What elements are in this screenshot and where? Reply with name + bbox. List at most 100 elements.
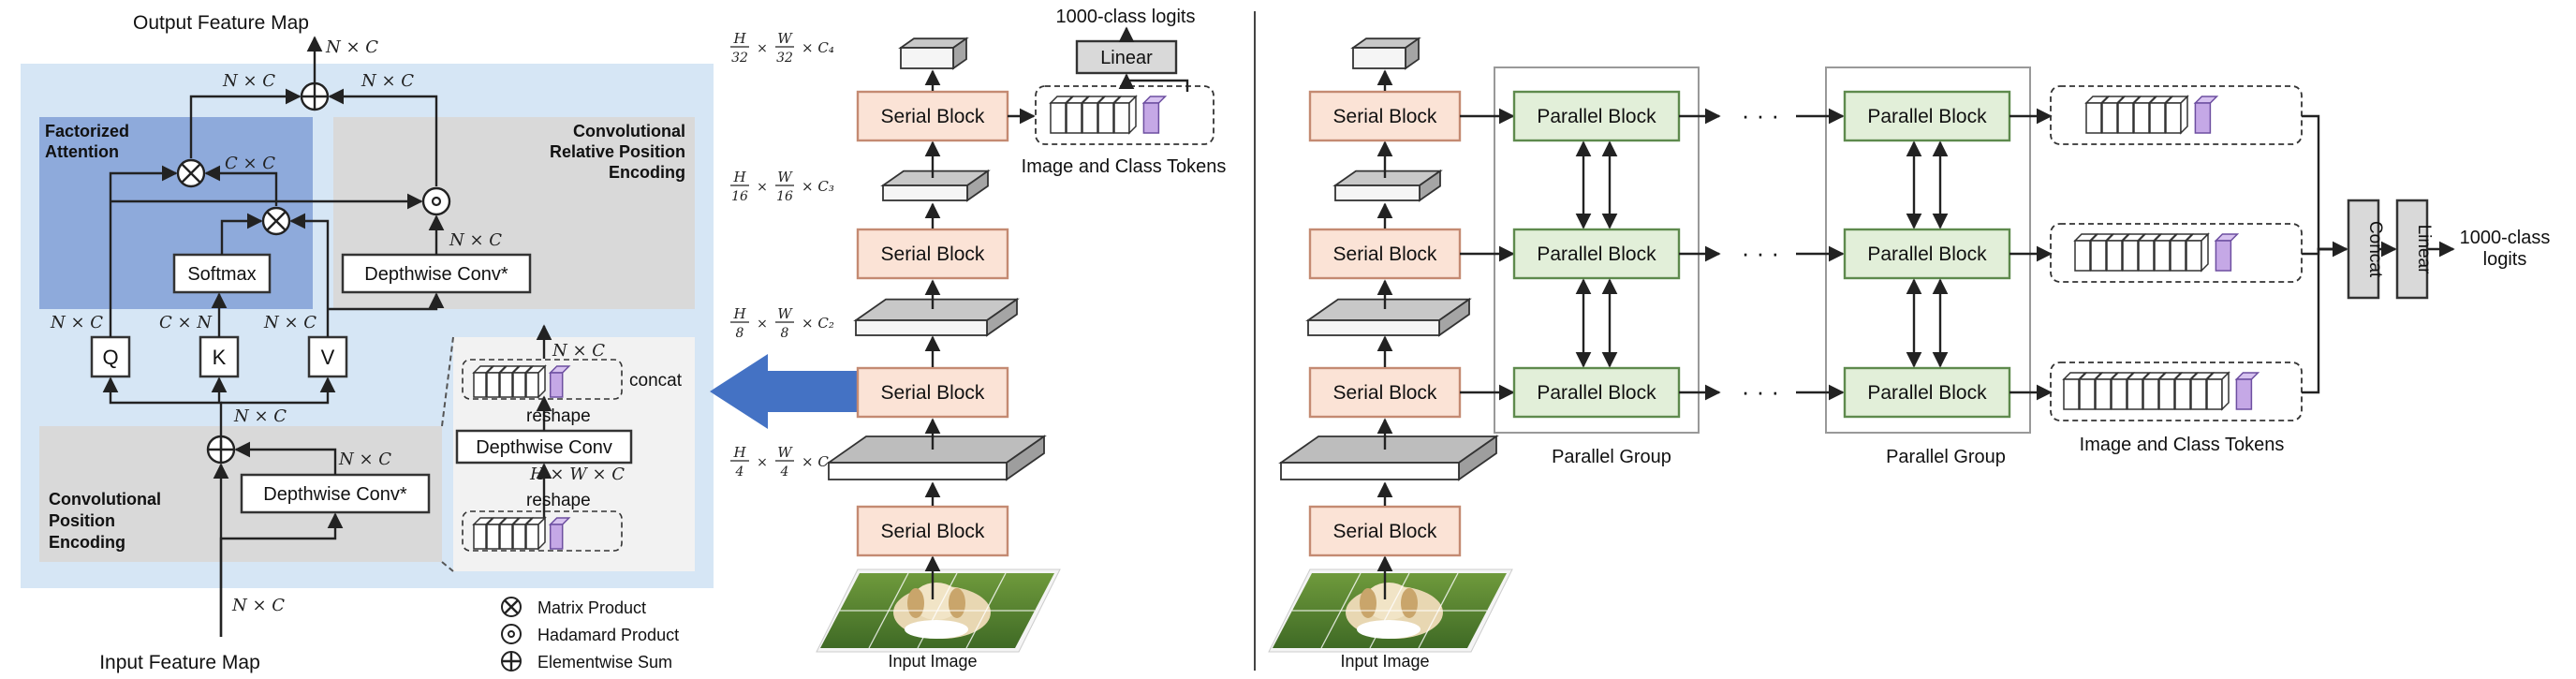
factorized-attention-label-1: Factorized <box>45 122 129 140</box>
token-side <box>1128 95 1137 135</box>
right-serial-block-1 <box>1308 505 1462 557</box>
class-token-top <box>1141 96 1168 104</box>
mid-serial-block-4-label: Serial Block <box>881 106 985 127</box>
class-token <box>549 524 564 550</box>
token <box>2190 378 2207 410</box>
parallel-block-g1-1 <box>1512 90 1681 142</box>
scale-h-den: 32 <box>731 51 748 66</box>
right-feature-4 <box>1350 37 1421 70</box>
dog-ear <box>1360 588 1376 618</box>
token <box>1082 102 1098 134</box>
right-merge-line-3 <box>2302 247 2347 394</box>
tokens-label-mid: Image and Class Tokens <box>1022 156 1227 177</box>
right-feature-1-front <box>1280 462 1460 480</box>
scale-label-2: H16×W16× C₃ <box>730 169 834 204</box>
scale-h: H <box>732 30 746 47</box>
mid-feature-2-front <box>855 319 988 336</box>
conv-rel-pos-label-3: Encoding <box>609 163 685 182</box>
detail-frame-top <box>462 359 623 400</box>
token-group-detail-top <box>462 359 623 400</box>
matrix-product-lower <box>261 206 291 236</box>
token <box>2138 240 2155 272</box>
dim-nxc-q: N × C <box>50 313 103 332</box>
right-serial-block-1-label: Serial Block <box>1333 521 1437 542</box>
dim-nxc-detail-top: N × C <box>552 341 605 361</box>
ellipsis-1: · · · <box>1742 101 1779 129</box>
mid-serial-block-1 <box>856 505 1009 557</box>
scale-w: W <box>777 444 793 461</box>
class-token <box>1142 102 1160 134</box>
token-group-detail-bottom <box>462 510 623 552</box>
class-token-top <box>2193 96 2219 104</box>
dim-hwc: H × W × C <box>529 465 625 484</box>
dim-nxc-out: N × C <box>325 37 378 57</box>
dog-paws <box>905 620 968 639</box>
token <box>2095 378 2112 410</box>
parallel-groups: Parallel Block· · ·Parallel BlockParalle… <box>1460 66 2348 434</box>
token <box>2117 102 2134 134</box>
token <box>473 372 487 398</box>
scale-times: × <box>757 180 768 195</box>
k-label: K <box>213 346 227 369</box>
token <box>486 372 500 398</box>
parallel-block-g1-3-label: Parallel Block <box>1537 382 1656 404</box>
parallel-group-label-2: Parallel Group <box>1886 447 2006 467</box>
mid-serial-block-2 <box>856 366 1009 419</box>
mid-feature-4-front <box>900 47 954 69</box>
depthwise-conv-star-box-bottom <box>240 473 431 514</box>
linear-box-right <box>2395 199 2429 300</box>
output-feature-map-label: Output Feature Map <box>133 12 309 34</box>
mid-token-group <box>1049 95 1168 135</box>
dim-nxc-top-left: N × C <box>222 71 275 91</box>
legend-hadamard-product: Hadamard Product <box>537 626 679 644</box>
parallel-block-g2-1-label: Parallel Block <box>1867 106 1987 127</box>
legend: Matrix Product Hadamard Product Elementw… <box>501 597 679 672</box>
scale-times: × <box>757 317 768 332</box>
scale-w-den: 16 <box>776 189 793 204</box>
conv-pos-label-1: Convolutional <box>49 490 161 509</box>
mid-serial-block-3 <box>856 228 1009 280</box>
mid-feature-3 <box>880 169 991 202</box>
right-serial-block-2-label: Serial Block <box>1333 382 1437 404</box>
dim-nxc-input: N × C <box>231 596 285 615</box>
dim-nxc-mid: N × C <box>233 406 287 426</box>
top-elementwise-sum <box>300 81 330 111</box>
right-feature-3-front <box>1334 185 1420 201</box>
dog-paws <box>1357 620 1420 639</box>
token <box>525 524 539 550</box>
matrix-product-legend-icon <box>501 597 522 617</box>
dim-nxc-top-right: N × C <box>361 71 414 91</box>
scale-w-den: 8 <box>781 326 789 341</box>
token <box>2127 378 2143 410</box>
depthwise-conv-star-label-bottom: Depthwise Conv* <box>263 484 407 505</box>
right-feature-3 <box>1332 169 1443 202</box>
parallel-block-g2-2 <box>1843 228 2011 280</box>
reshape-label-top: reshape <box>526 406 591 426</box>
parallel-block-g1-2-label: Parallel Block <box>1537 244 1656 265</box>
right-token-group-3 <box>2062 371 2260 411</box>
right-token-group-2 <box>2073 232 2240 273</box>
class-token <box>2215 240 2232 272</box>
token <box>2090 240 2107 272</box>
left-arrows <box>102 36 552 637</box>
token <box>1050 102 1067 134</box>
token <box>2174 378 2191 410</box>
token <box>2063 378 2080 410</box>
scale-times: × <box>757 41 768 56</box>
token-side <box>2180 95 2188 135</box>
parallel-block-g2-3 <box>1843 366 2011 419</box>
elementwise-sum-legend-icon <box>501 651 522 672</box>
dim-nxc-dwconv: N × C <box>338 450 391 469</box>
right-input-image <box>1268 568 1513 653</box>
softmax-label: Softmax <box>187 264 256 285</box>
scale-c: × C₃ <box>802 178 834 195</box>
token <box>2074 240 2091 272</box>
token <box>1066 102 1082 134</box>
token <box>2142 378 2159 410</box>
scale-w-den: 32 <box>776 51 793 66</box>
mid-feature-4 <box>898 37 969 70</box>
ellipsis-3: · · · <box>1742 377 1779 406</box>
